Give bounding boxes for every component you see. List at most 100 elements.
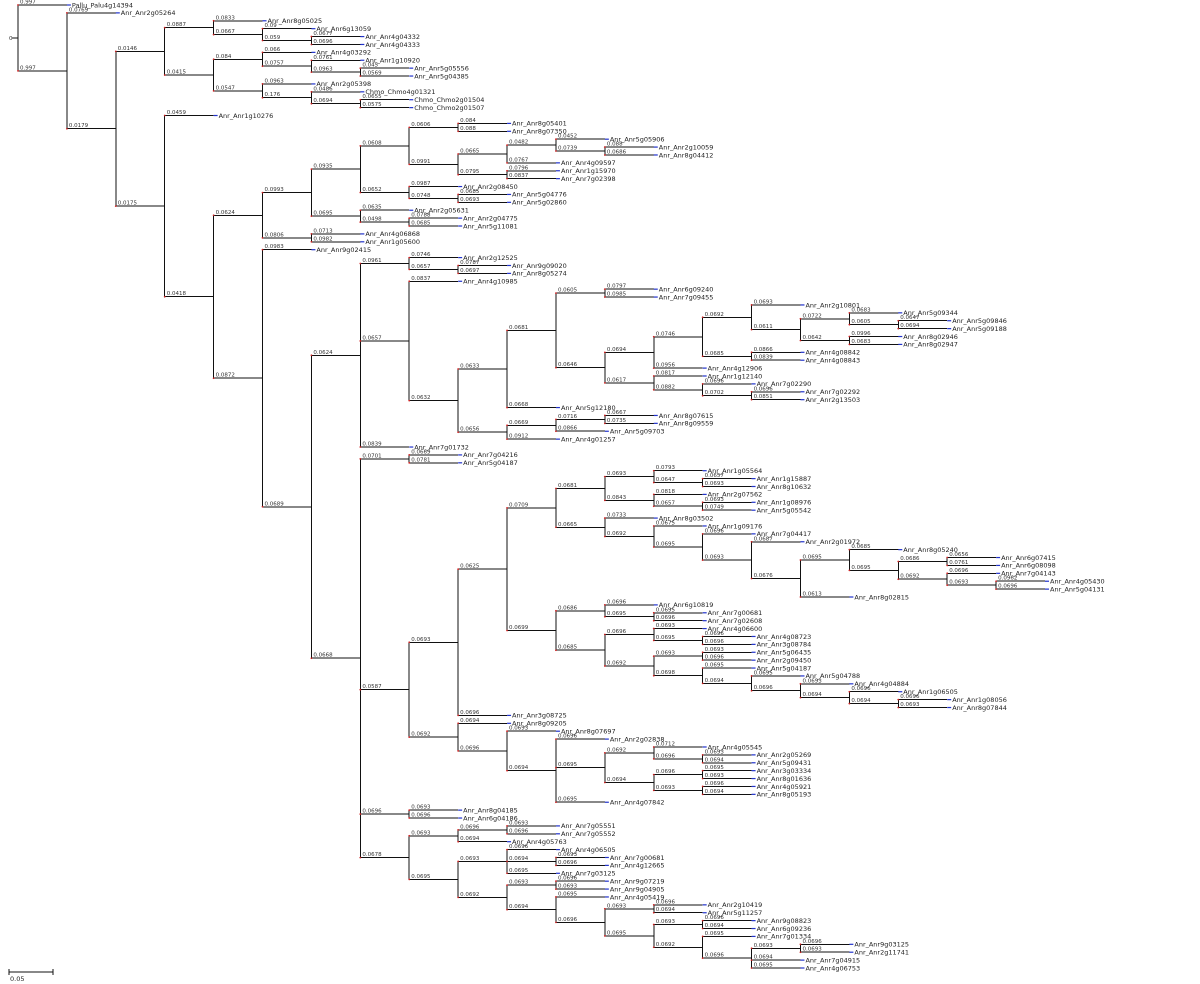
node-marker xyxy=(555,609,557,612)
support-value: 0.0851 xyxy=(754,394,773,400)
support-value: 0.0702 xyxy=(705,390,724,396)
tip-marker xyxy=(458,809,463,811)
support-value: 0.0696 xyxy=(851,686,871,692)
tip-label: Anr_Anr6g07415 xyxy=(1001,554,1056,562)
tip-marker xyxy=(507,714,512,717)
support-value: 0.0687 xyxy=(754,536,774,542)
support-value: 0.0657 xyxy=(705,473,725,479)
support-value: 0.0695 xyxy=(411,874,431,880)
tip-marker xyxy=(751,770,756,772)
support-value: 0.0693 xyxy=(509,726,529,732)
node-marker xyxy=(701,643,704,646)
node-marker xyxy=(848,343,851,346)
tip-marker xyxy=(555,730,560,732)
node-marker xyxy=(897,706,900,709)
node-marker xyxy=(897,578,900,581)
node-marker xyxy=(555,921,557,924)
support-value: 0.0685 xyxy=(460,189,480,195)
support-value: 0.0575 xyxy=(362,102,382,108)
support-value: 0.0667 xyxy=(216,29,236,35)
tip-marker xyxy=(751,651,756,653)
tip-marker xyxy=(507,841,512,843)
tip-label: Anr_Anr4g06505 xyxy=(561,846,616,854)
support-value: 0.059 xyxy=(265,35,281,41)
support-value: 0.0693 xyxy=(460,856,480,862)
node-marker xyxy=(261,83,264,85)
tip-marker xyxy=(996,564,1001,567)
support-value: 0.0696 xyxy=(705,528,725,534)
node-marker xyxy=(506,832,508,835)
node-marker xyxy=(603,633,606,636)
tip-label: Anr_Anr7g02398 xyxy=(561,175,616,183)
support-value: 0.0685 xyxy=(705,351,725,357)
support-value: 0.0667 xyxy=(607,410,627,416)
node-marker xyxy=(603,296,606,298)
node-marker xyxy=(555,150,557,152)
support-value: 0.0694 xyxy=(705,678,725,684)
support-value: 0.0695 xyxy=(607,930,627,936)
node-marker xyxy=(408,641,411,644)
tip-marker xyxy=(947,320,952,322)
tip-marker xyxy=(702,470,707,472)
node-marker xyxy=(799,596,802,598)
tip-label: Anr_Anr5g02860 xyxy=(512,199,567,207)
support-value: 0.0693 xyxy=(705,497,725,503)
tip-label: Anr_Anr7g01732 xyxy=(414,443,469,451)
tip-label: Anr_Anr7g03125 xyxy=(561,870,616,878)
node-marker xyxy=(701,635,704,638)
tip-marker xyxy=(66,4,71,6)
support-value: 0.0693 xyxy=(900,702,920,708)
node-marker xyxy=(457,201,460,204)
node-marker xyxy=(359,340,362,342)
support-value: 0.0696 xyxy=(705,953,725,959)
node-marker xyxy=(359,98,362,101)
tip-marker xyxy=(653,422,658,424)
support-value: 0.0146 xyxy=(118,46,138,52)
tip-label: Anr_Anr7g09455 xyxy=(659,293,714,301)
node-marker xyxy=(359,813,362,815)
node-marker xyxy=(261,51,264,54)
tip-marker xyxy=(507,272,512,274)
tip-marker xyxy=(751,478,756,480)
tip-label: Anr_Anr2g05269 xyxy=(757,751,812,759)
tip-label: Anr_Anr1g10276 xyxy=(219,112,274,120)
tip-label: Anr_Anr1g05600 xyxy=(365,238,420,246)
support-value: 0.0991 xyxy=(411,159,430,165)
tip-label: Anr_Anr8g05274 xyxy=(512,270,567,278)
node-marker xyxy=(701,957,704,960)
tip-label: Anr_Anr5g05906 xyxy=(610,135,665,143)
node-marker xyxy=(848,569,851,572)
tip-marker xyxy=(702,627,707,630)
node-marker xyxy=(359,67,362,70)
node-marker xyxy=(506,169,508,172)
support-value: 0.0746 xyxy=(656,331,676,337)
tip-marker xyxy=(702,525,707,527)
support-value: 0.0693 xyxy=(754,299,774,305)
support-value: 0.088 xyxy=(607,142,623,148)
tip-label: Anr_Anr2g10419 xyxy=(708,901,763,909)
support-value: 0.0696 xyxy=(362,809,382,815)
node-marker xyxy=(212,19,215,22)
tip-marker xyxy=(996,556,1001,559)
tip-marker xyxy=(604,880,609,882)
support-value: 0.0696 xyxy=(460,710,480,716)
support-value: 0.0694 xyxy=(802,692,822,698)
node-marker xyxy=(310,35,313,38)
tip-label: Anr_Anr2g01972 xyxy=(805,538,860,546)
tip-label: Anr_Anr8g07697 xyxy=(561,727,616,735)
support-value: 0.0793 xyxy=(656,465,676,471)
tip-marker xyxy=(751,935,756,938)
node-marker xyxy=(701,761,704,764)
tip-marker xyxy=(507,722,512,724)
node-marker xyxy=(603,351,606,354)
support-value: 0.066 xyxy=(265,47,281,53)
node-marker xyxy=(359,191,362,194)
support-value: 0.0665 xyxy=(558,522,578,528)
tip-label: Anr_Anr2g04775 xyxy=(463,214,518,222)
node-marker xyxy=(799,317,802,320)
node-marker xyxy=(408,185,411,188)
node-marker xyxy=(652,375,655,377)
tip-marker xyxy=(604,888,609,890)
node-marker xyxy=(995,580,997,583)
tip-marker xyxy=(800,359,805,361)
